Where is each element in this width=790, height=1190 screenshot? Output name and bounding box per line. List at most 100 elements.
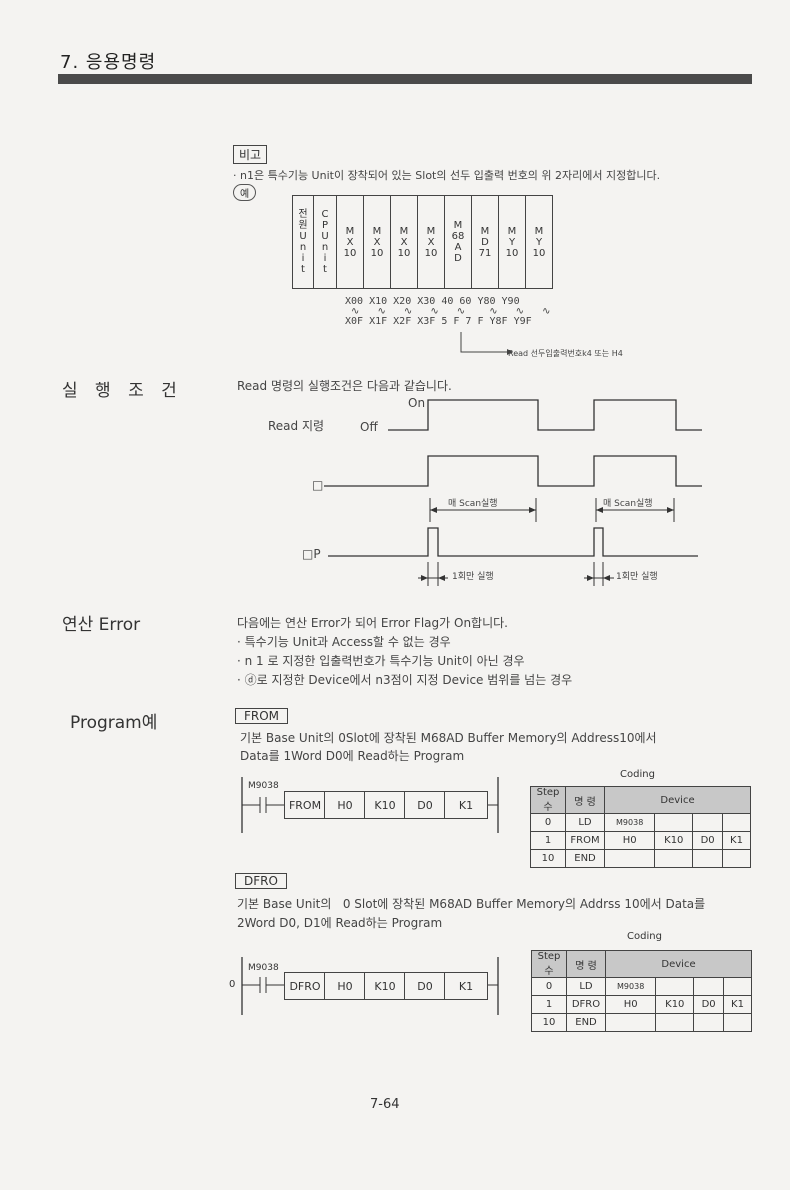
error-item-3: · ⓓ로 지정한 Device에서 n3점이 지정 Device 범위를 넘는 … <box>237 673 573 687</box>
table-cell <box>655 1013 695 1032</box>
dfro-coding-table: Step수 명 령 Device 0 LD M9038 1 DFRO H0 K1… <box>531 950 752 1032</box>
table-cell: LD <box>566 977 606 996</box>
table-cell <box>722 849 751 868</box>
table-row: 0 LD M9038 <box>530 813 751 832</box>
table-header-cmd: 명 령 <box>566 950 606 978</box>
table-cell <box>654 849 694 868</box>
boxp-label: □P <box>302 547 321 561</box>
page-number: 7-64 <box>370 1097 400 1112</box>
error-heading: 연산 Error <box>62 615 141 635</box>
table-cell: K10 <box>654 831 694 850</box>
read-waveform <box>388 399 702 431</box>
slot-5: M 68 A D <box>445 196 472 288</box>
table-cell: LD <box>565 813 605 832</box>
table-cell <box>693 1013 724 1032</box>
table-cell: 0 <box>530 813 566 832</box>
table-cell <box>692 813 723 832</box>
off-label: Off <box>360 420 378 434</box>
error-item-2: · n 1 로 지정한 입출력번호가 특수기능 Unit이 아닌 경우 <box>237 654 525 668</box>
from-coding-table: Step수 명 령 Device 0 LD M9038 1 FROM H0 K1… <box>530 786 751 868</box>
chapter-title: 7. 응용명령 <box>60 52 157 73</box>
table-cell: 10 <box>531 1013 567 1032</box>
table-cell: K1 <box>722 831 751 850</box>
exec-heading: 실 행 조 건 <box>62 381 183 401</box>
from-desc-1: 기본 Base Unit의 0Slot에 장착된 M68AD Buffer Me… <box>240 731 657 745</box>
table-row: 1 FROM H0 K10 D0 K1 <box>530 831 751 850</box>
slot-1: M X 10 <box>337 196 364 288</box>
boxp-waveform <box>328 527 698 557</box>
table-row: 10 END <box>530 849 751 868</box>
from-box-cmd: FROM <box>284 791 326 819</box>
table-row: 1 DFRO H0 K10 D0 K1 <box>531 995 752 1014</box>
table-cell: DFRO <box>566 995 606 1014</box>
scan-label-2: 매 Scan실행 <box>603 499 653 509</box>
once-label-1: 1회만 실행 <box>452 572 494 582</box>
table-header-cmd: 명 령 <box>565 786 605 814</box>
table-cell <box>723 1013 752 1032</box>
read-arrow <box>460 332 513 355</box>
table-cell: D0 <box>692 831 723 850</box>
address-tilde-row: ∿ ∿ ∿ ∿ ∿ ∿ ∿ ∿ <box>345 306 551 317</box>
table-cell <box>722 813 751 832</box>
slot-7: M Y 10 <box>499 196 526 288</box>
dfro-box-d0: D0 <box>404 972 446 1000</box>
table-cell: K10 <box>655 995 695 1014</box>
slot-2: M X 10 <box>364 196 391 288</box>
table-cell <box>654 813 694 832</box>
scan-label-1: 매 Scan실행 <box>448 499 498 509</box>
from-tag: FROM <box>235 708 289 724</box>
table-header-step: Step수 <box>531 950 567 978</box>
from-box-h0: H0 <box>324 791 366 819</box>
from-box-k10: K10 <box>364 791 406 819</box>
note-label: 비고 <box>233 145 268 164</box>
from-box-d0: D0 <box>404 791 446 819</box>
address-start-row: X00 X10 X20 X30 40 60 Y80 Y90 <box>345 296 520 307</box>
table-cell: 1 <box>530 831 566 850</box>
from-ladder <box>241 777 499 833</box>
dfro-box-cmd: DFRO <box>284 972 326 1000</box>
table-cell: M9038 <box>603 813 656 832</box>
table-cell: 1 <box>531 995 567 1014</box>
example-label: 예 <box>233 184 257 201</box>
table-cell <box>604 1013 657 1032</box>
table-cell <box>723 977 752 996</box>
box-waveform <box>324 455 702 487</box>
slot-8: M Y 10 <box>532 225 546 259</box>
table-row: 10 END <box>531 1013 752 1032</box>
timing-diagram <box>324 399 702 586</box>
table-cell: FROM <box>565 831 605 850</box>
from-coding-title: Coding <box>620 769 655 780</box>
from-desc-2: Data를 1Word D0에 Read하는 Program <box>240 749 465 763</box>
dfro-box-k10: K10 <box>364 972 406 1000</box>
table-cell: M9038 <box>604 977 657 996</box>
dfro-ladder <box>241 957 499 1015</box>
header-rule <box>58 74 752 84</box>
table-cell: END <box>566 1013 606 1032</box>
table-header-step: Step수 <box>530 786 566 814</box>
program-heading: Program예 <box>70 713 158 733</box>
table-cell <box>692 849 723 868</box>
table-cell: H0 <box>604 995 657 1014</box>
table-cell <box>655 977 695 996</box>
error-intro: 다음에는 연산 Error가 되어 Error Flag가 On합니다. <box>237 616 508 630</box>
exec-intro: Read 명령의 실행조건은 다음과 같습니다. <box>237 379 452 393</box>
dfro-tag: DFRO <box>235 873 287 889</box>
slot-diagram: 전 원 U n i t C P U n i t M X 10 M X 10 M … <box>292 195 553 289</box>
slot-cpu: C P U n i t <box>314 196 337 288</box>
dfro-desc-2: 2Word D0, D1에 Read하는 Program <box>237 916 443 930</box>
table-cell: END <box>565 849 605 868</box>
read-note: Read 선두입출력번호k4 또는 H4 <box>508 349 623 358</box>
dfro-desc-1: 기본 Base Unit의 0 Slot에 장착된 M68AD Buffer M… <box>237 897 706 911</box>
table-header-device: Device <box>605 950 752 978</box>
dfro-contact-label: M9038 <box>248 963 279 973</box>
table-cell: 10 <box>530 849 566 868</box>
box-label: □ <box>312 478 324 492</box>
table-cell: D0 <box>693 995 724 1014</box>
table-cell: K1 <box>723 995 752 1014</box>
table-header-device: Device <box>604 786 751 814</box>
on-label: On <box>408 396 426 410</box>
dfro-box-k1: K1 <box>444 972 488 1000</box>
table-cell: H0 <box>603 831 656 850</box>
error-item-1: · 특수기능 Unit과 Access할 수 없는 경우 <box>237 635 451 649</box>
table-cell <box>693 977 724 996</box>
